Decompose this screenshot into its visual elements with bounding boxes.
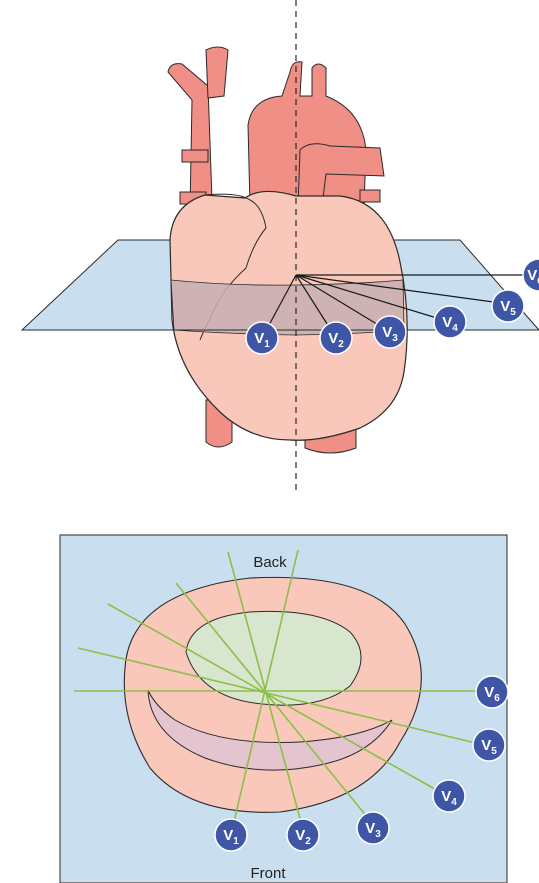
bottom-lead-badge-v5: V5	[473, 729, 505, 761]
back-label: Back	[253, 554, 287, 571]
superior-vena-cava	[168, 64, 212, 210]
bottom-lead-badge-v2: V2	[287, 819, 319, 851]
top-lead-badge-v6: V6	[523, 259, 539, 291]
bottom-lead-badge-v4: V4	[433, 780, 465, 812]
brachiocephalic-vessel	[206, 47, 228, 98]
top-lead-badge-v2: V2	[320, 322, 352, 354]
bottom-lead-badge-v3: V3	[357, 812, 389, 844]
bottom-lead-badge-v6: V6	[476, 676, 508, 708]
front-label: Front	[250, 865, 286, 882]
pulmonary-branch-right	[360, 190, 380, 202]
top-lead-badge-v3: V3	[374, 316, 406, 348]
top-lead-badge-v1: V1	[246, 322, 278, 354]
left-side-vessel-stub-upper	[182, 150, 208, 162]
top-lead-badge-v4: V4	[434, 306, 466, 338]
bottom-lead-badge-v1: V1	[215, 819, 247, 851]
cross-section-view: Back Front V1 V2 V3 V4 V5 V6	[60, 535, 508, 883]
top-lead-badge-v5: V5	[492, 290, 524, 322]
heart-front-view: V1 V2 V3 V4 V5 V6	[22, 0, 539, 490]
lead-plane-band	[171, 280, 404, 335]
